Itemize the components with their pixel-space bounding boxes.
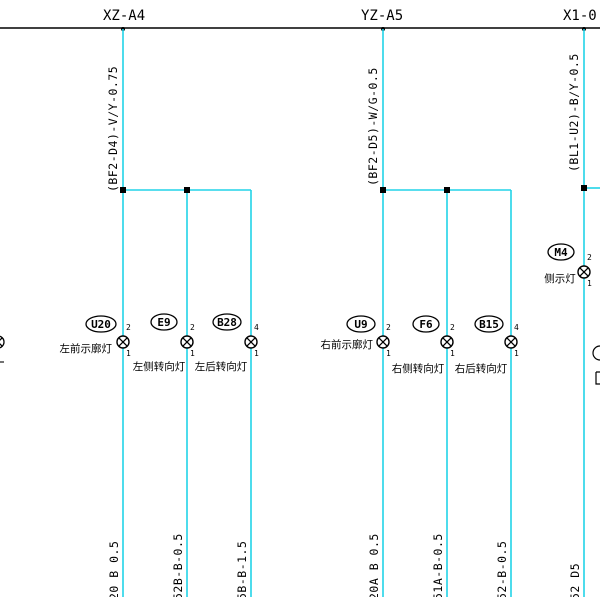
- junction-a5-2: [444, 187, 450, 193]
- lamp-pin-top: 4: [254, 323, 259, 332]
- lamp-name: 右侧转向灯: [392, 362, 445, 375]
- connector-label-xz-a4: XZ-A4: [103, 8, 145, 24]
- lamp-pin-top: 4: [514, 323, 519, 332]
- lamp-code-tag: [346, 315, 376, 333]
- wire-label-x1-top: (BL1-U2)-B/Y-0.5: [567, 53, 581, 172]
- connector-label-x1-0: X1-0: [563, 8, 597, 24]
- lamp-u9: U9 2 1 右前示廓灯: [321, 315, 391, 358]
- lamp-cross-stroke: [118, 337, 128, 347]
- lamp-cross-stroke: [378, 337, 388, 347]
- lamp-symbol-offscreen-right: [592, 345, 600, 385]
- lamp-code-tag: [412, 315, 440, 333]
- junction-a5-1: [380, 187, 386, 193]
- lamp-m4: M4 2 1 侧示灯: [544, 243, 592, 288]
- lamp-name: 右后转向灯: [455, 362, 508, 375]
- lamp-pin-bottom: 1: [126, 349, 131, 358]
- lamp-name: 左后转向灯: [195, 360, 248, 373]
- lamp-e9: E9 2 1 左侧转向灯: [133, 313, 195, 373]
- wire-label-a5-b1: 20A B 0.5: [367, 533, 381, 597]
- lamp-code: U20: [91, 318, 111, 331]
- wire-label-a4-b3: 5B-B-1.5: [235, 541, 249, 597]
- lamp-cross-stroke: [506, 337, 516, 347]
- lamp-code: B15: [479, 318, 499, 331]
- junction-a4-2: [184, 187, 190, 193]
- lamp-code: E9: [157, 316, 170, 329]
- lamp-code: F6: [419, 318, 433, 331]
- lamp-pin-top: 2: [126, 323, 131, 332]
- wire-label-a4-b2: 52B-B-0.5: [171, 533, 185, 597]
- lamp-symbol-offscreen-left: [0, 335, 5, 363]
- wire-group-a4: [122, 29, 252, 597]
- lamp-name: 右前示廓灯: [321, 338, 374, 351]
- lamp-pin-bottom: 1: [514, 349, 519, 358]
- wire-group-a5: [382, 29, 512, 597]
- lamp-pin-top: 2: [450, 323, 455, 332]
- wire-group-x1: [583, 29, 600, 597]
- lamp-code-tag: [547, 243, 575, 261]
- lamp-name: 侧示灯: [544, 272, 576, 285]
- lamp-f6: F6 2 1 右侧转向灯: [392, 315, 455, 375]
- lamp-pin-bottom: 1: [587, 279, 592, 288]
- wire-label-a4-top: (BF2-D4)-V/Y-0.75: [106, 66, 120, 192]
- lamp-pin-bottom: 1: [450, 349, 455, 358]
- lamp-code: B28: [217, 316, 237, 329]
- lamp-code-tag: [474, 315, 504, 333]
- wire-label-a4-b1: 20 B 0.5: [107, 541, 121, 597]
- lamp-cross-stroke: [442, 337, 452, 347]
- lamp-u20: U20 2 1 左前示廓灯: [60, 315, 131, 358]
- lamp-b15: B15 4 1 右后转向灯: [455, 315, 519, 375]
- lamp-code: M4: [554, 246, 568, 259]
- lamp-cross-stroke: [579, 267, 589, 277]
- connector-label-yz-a5: YZ-A5: [361, 8, 403, 24]
- lamp-cross-stroke: [182, 337, 192, 347]
- lamp-pin-bottom: 1: [190, 349, 195, 358]
- lamp-code-tag: [85, 315, 117, 333]
- wire-label-a5-top: (BF2-D5)-W/G-0.5: [366, 67, 380, 186]
- lamp-b28: B28 4 1 左后转向灯: [195, 313, 259, 373]
- lamp-cross-stroke: [246, 337, 256, 347]
- lamp-pin-top: 2: [587, 253, 592, 262]
- lamp-pin-bottom: 1: [254, 349, 259, 358]
- wire-label-a5-b2: 51A-B-0.5: [431, 533, 445, 597]
- junction-a4-1: [120, 187, 126, 193]
- wire-label-x1-b1: 52 D5: [568, 563, 582, 597]
- lamp-code-tag: [150, 313, 178, 331]
- lamp-pin-top: 2: [386, 323, 391, 332]
- lamp-name: 左侧转向灯: [133, 360, 186, 373]
- lamp-code: U9: [354, 318, 367, 331]
- junction-x1-1: [581, 185, 587, 191]
- lamp-pin-bottom: 1: [386, 349, 391, 358]
- wire-label-a5-b3: 52-B-0.5: [495, 541, 509, 597]
- lamp-pin-top: 2: [190, 323, 195, 332]
- lamp-code-tag: [212, 313, 242, 331]
- lamp-name: 左前示廓灯: [60, 342, 113, 355]
